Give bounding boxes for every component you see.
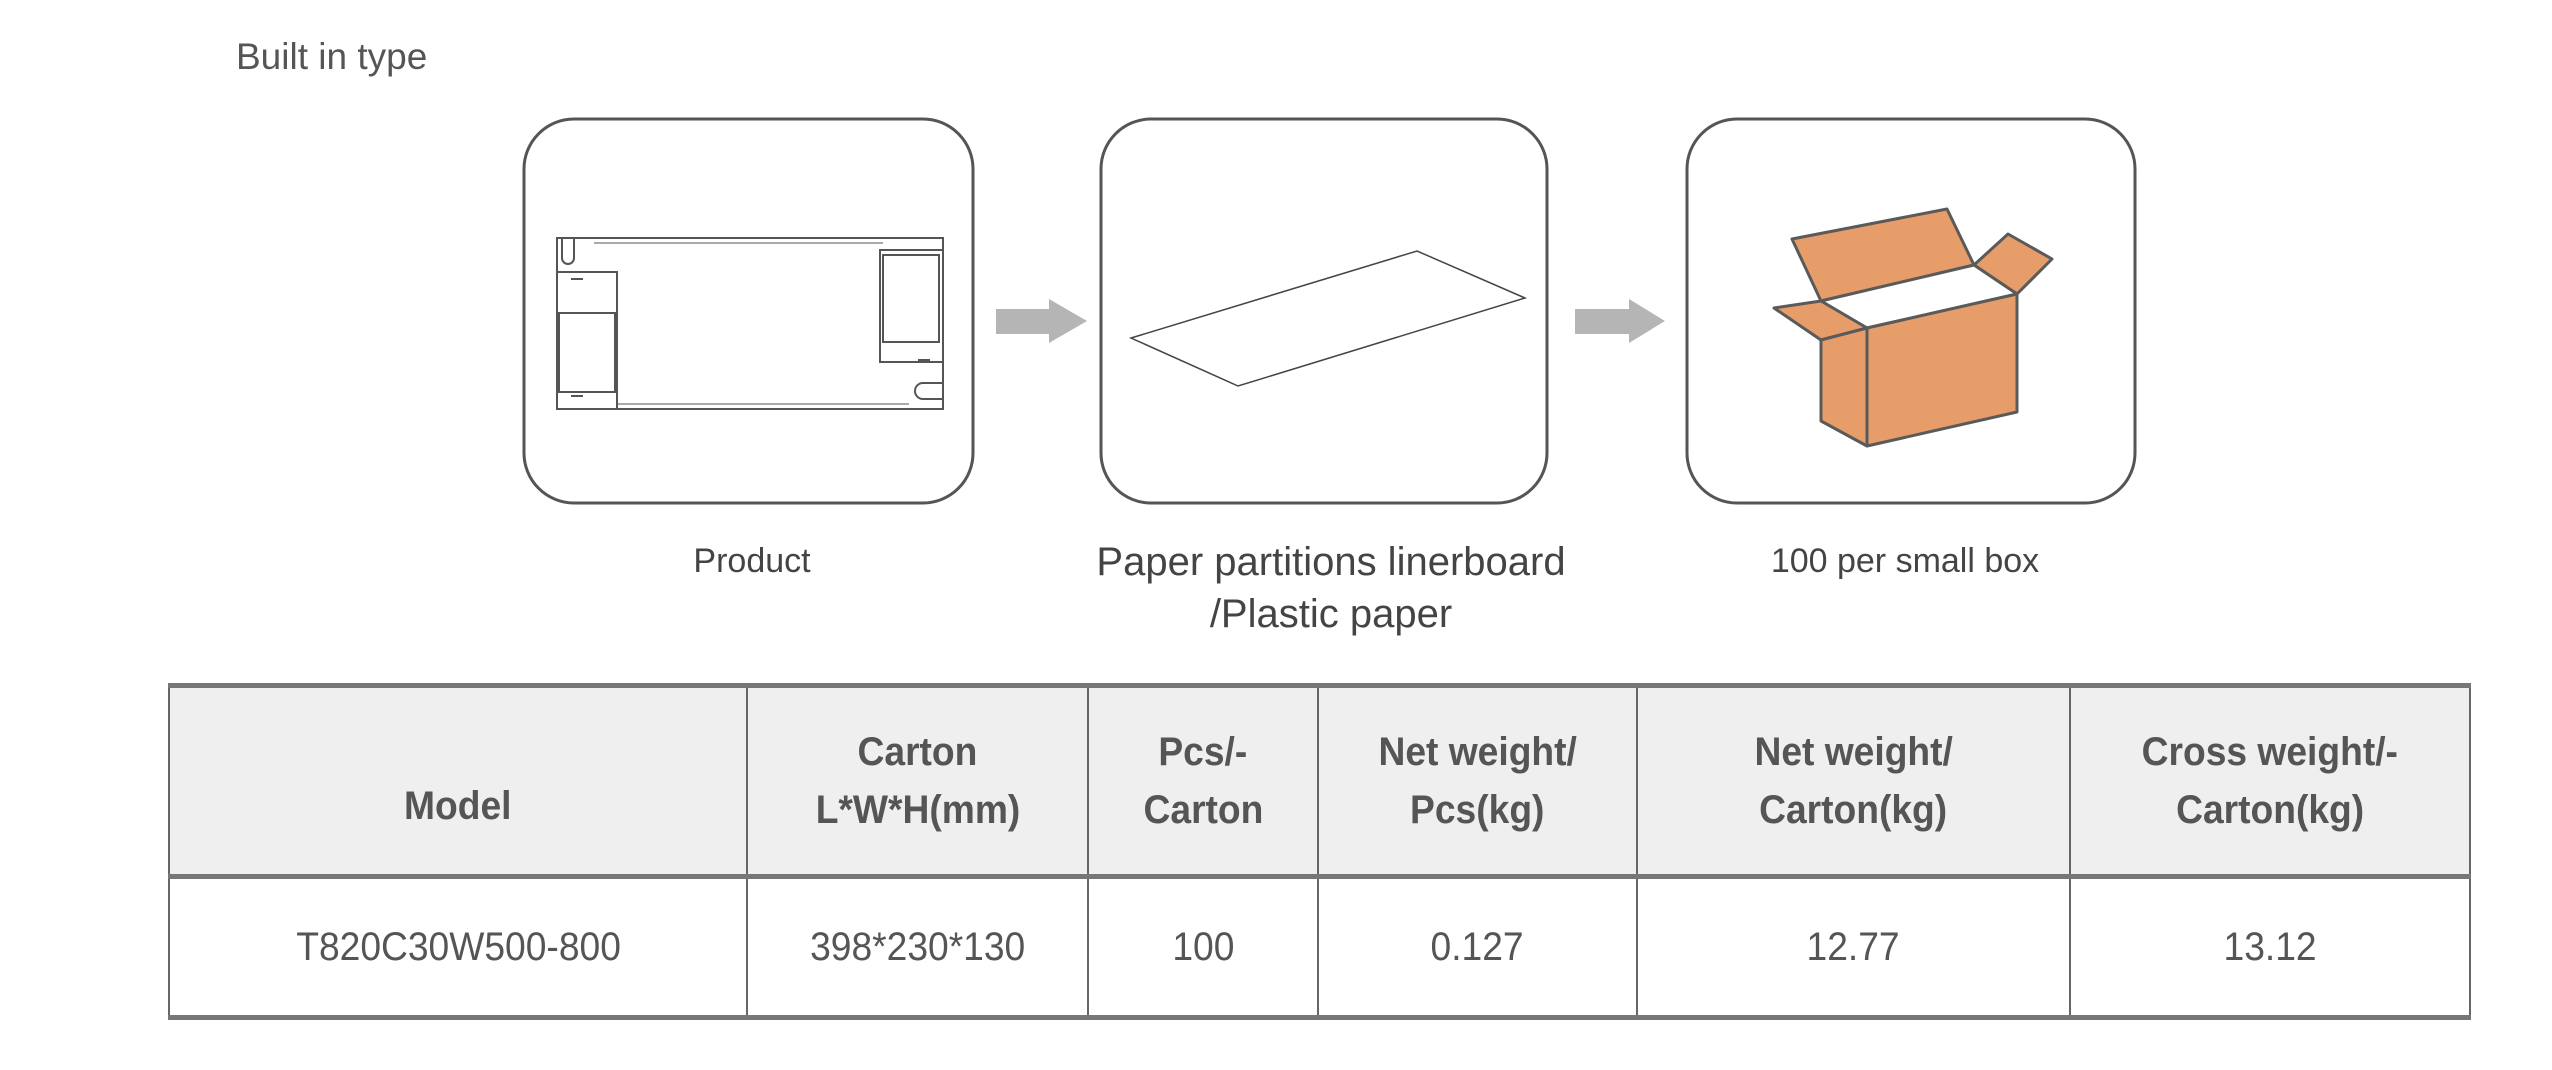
- paper-sheet-icon: [1128, 250, 1528, 387]
- paper-frame: [1099, 117, 1549, 505]
- cell-carton-size: 398*230*130: [746, 875, 1090, 1020]
- cell-net-weight-carton: 12.77: [1635, 875, 2072, 1020]
- cell-net-weight-pcs: 0.127: [1317, 875, 1638, 1020]
- arrow-right-icon: [996, 299, 1087, 343]
- table-row: T820C30W500-800 398*230*130 100 0.127 12…: [167, 875, 2471, 1020]
- product-frame: [522, 117, 975, 505]
- step-label-line: /Plastic paper: [1209, 592, 1453, 636]
- product-drawing-icon: [556, 237, 944, 410]
- section-title: Built in type: [236, 36, 428, 77]
- header-pcs-carton: Pcs/-Carton: [1087, 683, 1320, 879]
- cell-pcs-carton: 100: [1087, 875, 1320, 1020]
- step-label-paper: Paper partitions linerboard /Plastic pap…: [1096, 536, 1565, 640]
- open-carton-box-icon: [1772, 207, 2054, 448]
- header-net-weight-carton: Net weight/Carton(kg): [1635, 683, 2072, 879]
- box-frame: [1685, 117, 2137, 505]
- step-label-box: 100 per small box: [1770, 542, 2040, 580]
- cell-gross-weight-carton: 13.12: [2069, 875, 2471, 1020]
- header-model: Model: [167, 683, 749, 879]
- step-label-line: Paper partitions linerboard: [1096, 540, 1566, 584]
- cell-model: T820C30W500-800: [167, 875, 749, 1020]
- header-net-weight-pcs: Net weight/Pcs(kg): [1317, 683, 1638, 879]
- arrow-right-icon: [1575, 299, 1665, 343]
- header-gross-weight-carton: Cross weight/-Carton(kg): [2069, 683, 2471, 879]
- step-label-product: Product: [693, 542, 811, 580]
